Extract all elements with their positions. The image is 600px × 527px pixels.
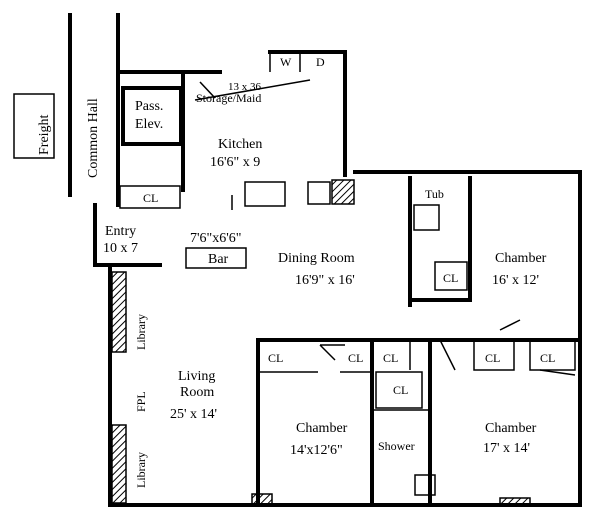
bar-size-label: 7'6"x6'6" (190, 231, 241, 246)
dining-name-label: Dining Room (278, 251, 355, 266)
shower-toilet (414, 474, 436, 496)
entry-closet-box (119, 185, 181, 209)
closet-5-label: CL (485, 351, 500, 365)
door-arrow-2 (439, 339, 456, 371)
bath-closet (434, 261, 468, 291)
entry-name-label: Entry (105, 224, 136, 239)
kitchen-hatched-block (331, 179, 355, 205)
dryer-label: D (316, 55, 325, 69)
door-arrow-4 (539, 369, 576, 376)
cl4-box (375, 371, 423, 409)
door-arrow-1 (319, 344, 345, 361)
living-size-label: 25' x 14' (170, 407, 217, 422)
common-hall-label: Common Hall (86, 98, 101, 178)
mid-chamber-heater (251, 493, 273, 505)
tub-label: Tub (425, 187, 444, 201)
mid-chamber-name-label: Chamber (296, 421, 348, 436)
freight-label: Freight (37, 114, 52, 155)
entry-size-label: 10 x 7 (103, 241, 138, 256)
pass-elev-label-line1: Pass. (135, 99, 163, 114)
mid-chamber-size-label: 14'x12'6" (290, 443, 343, 458)
closet-3-label: CL (383, 351, 398, 365)
closet-6-label: CL (540, 351, 555, 365)
bath-toilet (413, 204, 440, 231)
storage-door-swing (199, 81, 216, 99)
ne-chamber-name-label: Chamber (495, 251, 547, 266)
library-top-label: Library (134, 314, 148, 350)
living-name-label-line1: Living (178, 369, 215, 384)
se-chamber-size-label: 17' x 14' (483, 441, 530, 456)
cl6-box (529, 339, 576, 371)
door-arrow-3 (499, 319, 521, 331)
se-chamber-heater (499, 497, 531, 507)
library-shelf-top (111, 271, 127, 353)
storage-name-label: Storage/Maid (196, 91, 261, 105)
closet-2-label: CL (348, 351, 363, 365)
pass-elev-label-line2: Elev. (135, 117, 163, 132)
ne-chamber-size-label: 16' x 12' (492, 273, 539, 288)
kitchen-name-label: Kitchen (218, 137, 262, 152)
closet-4-label: CL (393, 383, 408, 397)
kitchen-size-label: 16'6" x 9 (210, 155, 260, 170)
se-chamber-name-label: Chamber (485, 421, 537, 436)
kitchen-range (307, 181, 331, 205)
freight-elevator-box (13, 93, 55, 159)
kitchen-counter (244, 181, 286, 207)
closet-1-label: CL (268, 351, 283, 365)
library-shelf-bottom (111, 424, 127, 504)
passenger-elevator-box (121, 86, 183, 146)
storage-size-label: 13 x 36 (228, 81, 262, 93)
cl5-box (473, 339, 515, 371)
bar-name-label: Bar (208, 252, 229, 267)
bath-closet-label: CL (443, 271, 458, 285)
entry-closet-label: CL (143, 191, 158, 205)
fireplace-label: FPL (134, 391, 148, 412)
washer-label: W (280, 55, 292, 69)
living-name-label-line2: Room (180, 385, 214, 400)
shower-label: Shower (378, 439, 415, 453)
bar-counter (185, 247, 247, 269)
dining-size-label: 16'9" x 16' (295, 273, 355, 288)
library-bottom-label: Library (134, 452, 148, 488)
